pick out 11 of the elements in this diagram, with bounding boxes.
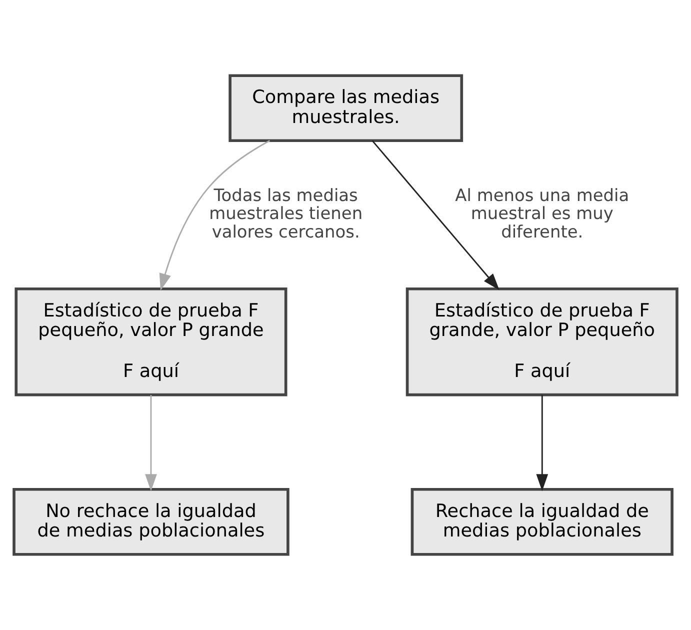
arrow bbox=[145, 394, 157, 492]
node-box: Rechace la igualdad de medias poblacionales bbox=[410, 488, 674, 556]
edge-label: Al menos una media muestral es muy diferente. bbox=[455, 184, 630, 242]
node-box: Compare las medias muestrales. bbox=[228, 74, 464, 142]
node-box: Estadístico de prueba F pequeño, valor P grande F aquí bbox=[14, 287, 288, 396]
arrow bbox=[159, 140, 270, 291]
node-box: Estadístico de prueba F grande, valor P pequeño F aquí bbox=[406, 287, 678, 396]
edge-label: Todas las medias muestrales tienen valores cercanos. bbox=[209, 184, 363, 242]
node-box: No rechace la igualdad de medias poblacionales bbox=[12, 488, 290, 556]
arrow bbox=[536, 394, 548, 492]
arrow bbox=[372, 140, 500, 290]
